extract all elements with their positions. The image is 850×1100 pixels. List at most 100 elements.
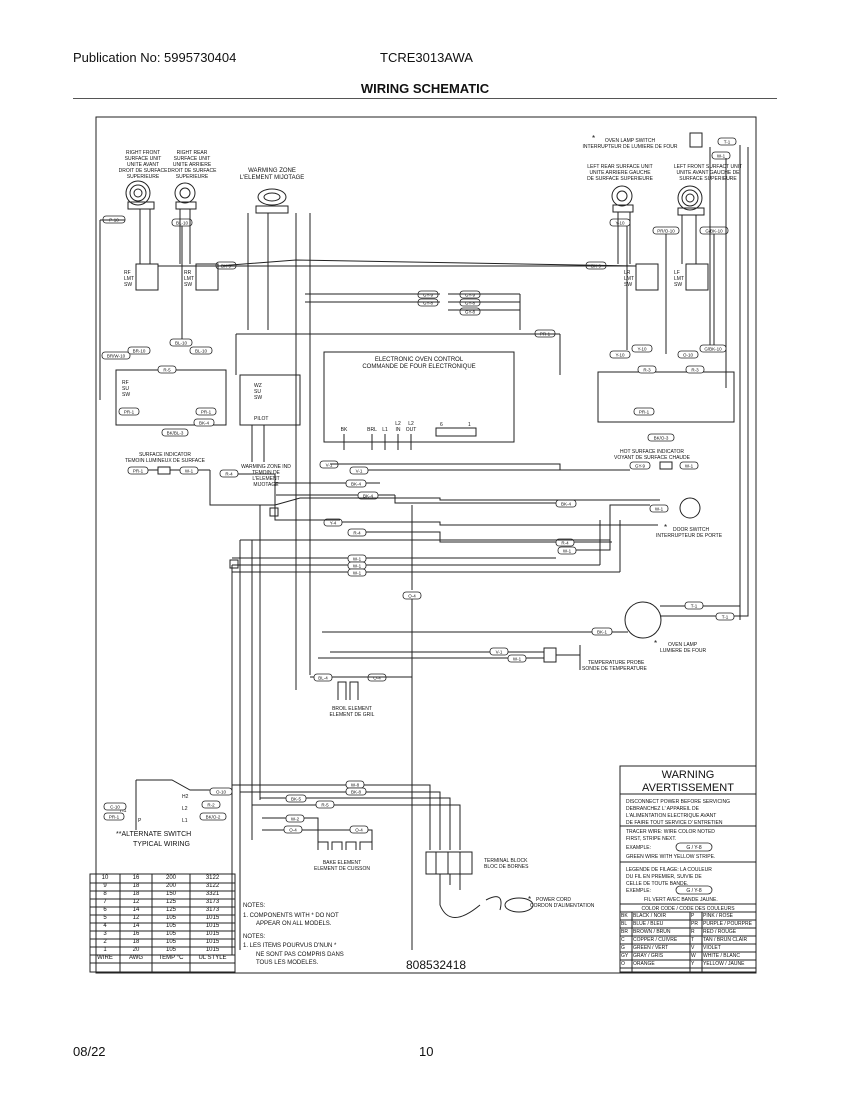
svg-text:UNITE AVANT: UNITE AVANT xyxy=(127,162,159,168)
wire-table-cell: 2 xyxy=(103,939,107,945)
wire-table-cell: 18 xyxy=(132,891,140,897)
svg-text:WARMING ZONE: WARMING ZONE xyxy=(248,168,296,174)
svg-text:L1: L1 xyxy=(382,427,388,433)
svg-text:V-1: V-1 xyxy=(326,463,333,468)
svg-text:PILOT: PILOT xyxy=(254,416,268,422)
svg-text:DROIT DE SURFACE: DROIT DE SURFACE xyxy=(168,168,217,174)
wire-table-cell: 20 xyxy=(132,947,140,953)
svg-text:BL-10: BL-10 xyxy=(195,349,208,354)
svg-text:**ALTERNATE SWITCH: **ALTERNATE SWITCH xyxy=(116,831,191,838)
svg-text:W-2: W-2 xyxy=(291,817,300,822)
svg-text:FIRST, STRIPE NEXT.: FIRST, STRIPE NEXT. xyxy=(626,836,676,842)
svg-text:GREEN WIRE WITH YELLOW STRIPE.: GREEN WIRE WITH YELLOW STRIPE. xyxy=(626,854,715,860)
svg-text:GY-8: GY-8 xyxy=(465,301,476,306)
color-code-cell: PINK / ROSE xyxy=(703,913,734,919)
color-code-cell: W xyxy=(691,953,696,959)
header-rule xyxy=(73,98,777,99)
svg-text:1: 1 xyxy=(468,422,471,428)
svg-text:L1: L1 xyxy=(182,818,188,824)
wire-table-cell: 3122 xyxy=(205,883,220,889)
svg-text:DEBRANCHEZ L' APPAREIL DE: DEBRANCHEZ L' APPAREIL DE xyxy=(626,806,700,812)
lr-surface-unit: LEFT REAR SURFACE UNIT UNITE ARRIERE GAU… xyxy=(587,164,654,213)
svg-text:INTERRUPTEUR DE LUMIERE DE FOU: INTERRUPTEUR DE LUMIERE DE FOUR xyxy=(582,144,677,150)
svg-text:L2: L2 xyxy=(182,806,188,812)
svg-text:Y-10: Y-10 xyxy=(637,347,647,352)
wire-table-cell: 14 xyxy=(132,907,140,913)
rr-surface-unit: RIGHT REAR SURFACE UNIT UNITE ARRIERE DR… xyxy=(168,150,217,210)
svg-text:HOT SURFACE INDICATOR: HOT SURFACE INDICATOR xyxy=(620,449,684,455)
left-su-switches: Y-10 Y-10 O-10 G/BK-10 R-3 R-3 PR-1 BK/O… xyxy=(597,344,735,442)
svg-text:W-1: W-1 xyxy=(353,557,362,562)
svg-text:T-1: T-1 xyxy=(722,615,729,620)
svg-text:W-1: W-1 xyxy=(655,507,664,512)
wz-su-switch: WZ SU SW PILOT xyxy=(239,374,301,426)
wire-table-cell: 6 xyxy=(103,907,107,913)
model-number: TCRE3013AWA xyxy=(380,50,473,65)
color-code-cell: T xyxy=(691,937,695,943)
wire-table-cell: 1015 xyxy=(205,939,220,945)
svg-text:GY-9: GY-9 xyxy=(423,293,434,298)
svg-text:SU: SU xyxy=(254,389,261,395)
svg-text:GY-9: GY-9 xyxy=(465,293,476,298)
wire-table-cell: 125 xyxy=(165,899,176,905)
color-code-cell: O xyxy=(621,961,625,967)
svg-text:1. COMPONENTS WITH * DO NOT: 1. COMPONENTS WITH * DO NOT xyxy=(243,913,339,919)
color-code-cell: TAN / BRUN CLAIR xyxy=(703,937,748,943)
upper-wiring xyxy=(99,145,741,620)
color-code-cell: BL xyxy=(621,921,628,927)
svg-text:W-1: W-1 xyxy=(563,549,572,554)
wire-table-cell: 12 xyxy=(132,899,140,905)
publication-number: Publication No: 5995730404 xyxy=(73,50,237,65)
color-code-cell: YELLOW / JAUNE xyxy=(703,961,745,967)
svg-text:*: * xyxy=(664,523,667,532)
svg-text:LEFT REAR SURFACE UNIT: LEFT REAR SURFACE UNIT xyxy=(587,164,652,170)
svg-text:OUT: OUT xyxy=(406,427,417,433)
svg-text:SW: SW xyxy=(624,282,632,288)
svg-text:NOTES:: NOTES: xyxy=(243,934,266,940)
warming-zone: WARMING ZONE L'ELEMENT MIJOTAGE xyxy=(240,168,304,214)
svg-text:COLOR CODE / CODE DES COULEU: COLOR CODE / CODE DES COULEURS xyxy=(641,906,735,912)
svg-text:1. LES ITEMS POURVUS D'NUN *: 1. LES ITEMS POURVUS D'NUN * xyxy=(243,943,337,949)
wire-table-cell: 10 xyxy=(101,875,109,881)
svg-text:OVEN LAMP SWITCH: OVEN LAMP SWITCH xyxy=(605,138,656,144)
svg-text:R-3: R-3 xyxy=(643,368,651,373)
svg-text:WARNING: WARNING xyxy=(662,769,715,781)
svg-text:RF: RF xyxy=(124,270,131,276)
svg-text:SUPERIEURE: SUPERIEURE xyxy=(127,174,160,180)
svg-text:O-4: O-4 xyxy=(289,828,297,833)
svg-text:GY-9: GY-9 xyxy=(635,464,646,469)
upper-wire-labels: P-10 BL-10 Y-10 PR/O-10 G/BK-10 BK-9 BK-… xyxy=(102,215,729,338)
footer-date: 08/22 xyxy=(73,1044,106,1059)
svg-text:TYPICAL WIRING: TYPICAL WIRING xyxy=(133,841,190,848)
rf-su-switch: RF SU SW BR/W-10 BR-10 BL-10 BL-10 R-5 P… xyxy=(101,338,227,437)
svg-text:BK-5: BK-5 xyxy=(291,797,302,802)
svg-text:O-10: O-10 xyxy=(216,790,227,795)
electronic-oven-control: ELECTRONIC OVEN CONTROL COMMANDE DE FOUR… xyxy=(323,351,515,450)
svg-text:BR-10: BR-10 xyxy=(133,349,146,354)
wire-table-cell: 1015 xyxy=(205,947,220,953)
svg-text:UNITE AVANT GAUCHE DE: UNITE AVANT GAUCHE DE xyxy=(676,170,740,176)
svg-text:BRL: BRL xyxy=(367,427,377,433)
svg-text:BR/W-10: BR/W-10 xyxy=(107,354,126,359)
svg-text:RF: RF xyxy=(122,380,129,386)
rf-surface-unit: RIGHT FRONT SURFACE UNIT UNITE AVANT DRO… xyxy=(119,150,168,210)
page-title: WIRING SCHEMATIC xyxy=(360,81,490,96)
svg-text:V-1: V-1 xyxy=(356,469,363,474)
svg-text:W-1: W-1 xyxy=(717,154,726,159)
svg-text:R-3: R-3 xyxy=(691,368,699,373)
svg-text:RIGHT FRONT: RIGHT FRONT xyxy=(126,150,160,156)
svg-text:BK/O-3: BK/O-3 xyxy=(654,436,669,441)
svg-text:UNITE ARRIERE GAUCHE: UNITE ARRIERE GAUCHE xyxy=(589,170,651,176)
color-code-cell: GREEN / VERT xyxy=(633,945,669,951)
svg-text:PR-1: PR-1 xyxy=(201,410,212,415)
svg-text:G/BK-10: G/BK-10 xyxy=(705,229,723,234)
wire-table-cell: AWG xyxy=(128,955,144,961)
color-code-cell: BK xyxy=(621,913,628,919)
svg-text:O-10: O-10 xyxy=(683,353,694,358)
schematic-frame xyxy=(95,116,757,974)
